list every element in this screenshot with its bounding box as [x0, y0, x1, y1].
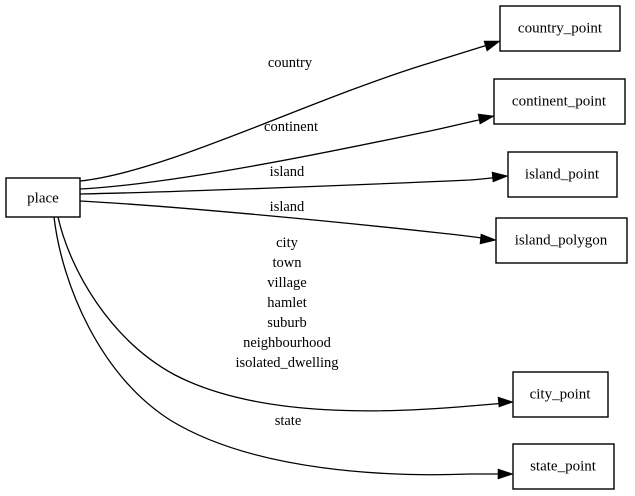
node-city-point-label: city_point [530, 386, 592, 402]
node-country-point[interactable]: country_point [499, 5, 621, 52]
edge-label-island-polygon: island [270, 199, 305, 215]
node-state-point-box[interactable] [512, 443, 615, 490]
edge-place-to-island-polygon [79, 200, 497, 245]
edge-place-to-continent-point [79, 113, 495, 190]
edge-line-island-point [79, 176, 502, 195]
node-state-point-label: state_point [530, 458, 597, 474]
edge-line-city [57, 216, 507, 412]
edge-label-country: country [268, 55, 313, 71]
edge-label-state: state [275, 413, 302, 429]
node-city-point[interactable]: city_point [512, 371, 609, 418]
arrowhead-continent [477, 113, 495, 125]
arrowhead-city [497, 396, 514, 408]
edge-label-island-point: island [270, 164, 305, 180]
node-country-point-label: country_point [518, 20, 603, 36]
edge-place-to-state-point [53, 216, 514, 480]
node-island-polygon-label: island_polygon [515, 232, 608, 248]
node-place-box[interactable] [5, 177, 81, 218]
arrowhead-island-polygon [479, 233, 497, 245]
node-place[interactable]: place [5, 177, 81, 218]
edge-label-city-line-town: town [273, 255, 303, 271]
arrowhead-island-point [491, 171, 509, 183]
node-island-polygon[interactable]: island_polygon [495, 217, 628, 264]
node-island-point-box[interactable] [507, 151, 618, 198]
node-island-polygon-box[interactable] [495, 217, 628, 264]
edge-label-continent: continent [264, 119, 318, 135]
edge-label-group: country continent island island city tow… [235, 55, 338, 429]
edge-line-state [53, 216, 506, 476]
edge-group [53, 40, 514, 480]
edge-label-city-line-suburb: suburb [267, 315, 306, 331]
edge-line-country [79, 42, 495, 182]
node-island-point-label: island_point [525, 166, 600, 182]
edge-place-to-city-point [57, 216, 514, 412]
node-continent-point-label: continent_point [512, 93, 607, 109]
node-continent-point-box[interactable] [493, 78, 626, 125]
edge-place-to-island-point [79, 171, 509, 195]
node-city-point-box[interactable] [512, 371, 609, 418]
edge-label-city-line-isolated-dwelling: isolated_dwelling [235, 355, 338, 371]
node-country-point-box[interactable] [499, 5, 621, 52]
node-island-point[interactable]: island_point [507, 151, 618, 198]
edge-label-city-line-neighbourhood: neighbourhood [243, 335, 332, 351]
edge-place-to-country-point [79, 40, 501, 182]
edge-label-city-line-hamlet: hamlet [267, 295, 306, 311]
node-group: place country_point continent_point isla… [5, 5, 628, 490]
edge-label-city-line-city: city [276, 235, 298, 251]
node-continent-point[interactable]: continent_point [493, 78, 626, 125]
arrowhead-state [497, 468, 514, 480]
node-state-point[interactable]: state_point [512, 443, 615, 490]
edge-label-city-line-village: village [267, 275, 306, 291]
edge-line-island-polygon [79, 200, 490, 240]
arrowhead-country [483, 40, 501, 52]
edge-line-continent [79, 117, 489, 190]
node-place-label: place [27, 190, 59, 206]
edge-label-city-block: city town village hamlet suburb neighbou… [235, 235, 338, 371]
